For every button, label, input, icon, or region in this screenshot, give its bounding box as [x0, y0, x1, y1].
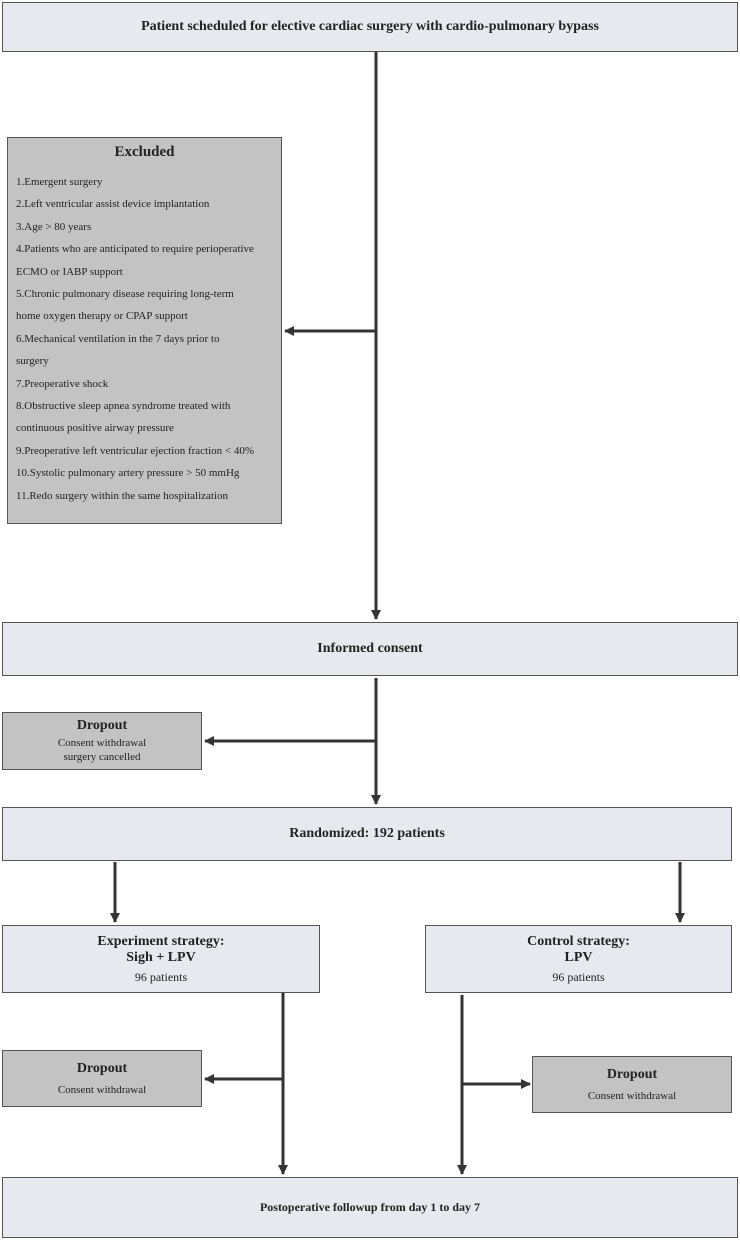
excluded-item: 5.Chronic pulmonary disease requiring lo… — [16, 288, 234, 301]
dropout1-line1: Consent withdrawal — [57, 737, 147, 749]
dropout3-title: Dropout — [606, 1066, 658, 1082]
excluded-item: 11.Redo surgery within the same hospital… — [16, 489, 229, 502]
excluded-item: 1.Emergent surgery — [16, 176, 103, 188]
consent-box: Informed consent — [2, 622, 738, 676]
excluded-item: 9.Preoperative left ventricular ejection… — [16, 444, 255, 457]
excluded-title: Excluded — [114, 144, 175, 160]
experiment-box: Experiment strategy: Sigh + LPV 96 patie… — [2, 925, 320, 993]
control-subtitle: LPV — [564, 949, 593, 965]
excluded-item: continuous positive airway pressure — [16, 422, 174, 435]
experiment-title: Experiment strategy: — [97, 933, 225, 949]
dropout2-title: Dropout — [76, 1060, 128, 1076]
dropout2-line1: Consent withdrawal — [57, 1083, 147, 1096]
dropout3-line1: Consent withdrawal — [587, 1089, 677, 1102]
randomized-label: Randomized: 192 patients — [289, 826, 445, 841]
consent-label: Informed consent — [317, 641, 423, 656]
excluded-item: 4.Patients who are anticipated to requir… — [16, 243, 254, 256]
dropout3-box: Dropout Consent withdrawal — [532, 1056, 732, 1113]
dropout1-title: Dropout — [76, 718, 128, 733]
control-box: Control strategy: LPV 96 patients — [425, 925, 732, 993]
excluded-item: 8.Obstructive sleep apnea syndrome treat… — [16, 400, 231, 413]
excluded-item: 10.Systolic pulmonary artery pressure > … — [16, 467, 240, 480]
dropout1-line2: surgery cancelled — [63, 751, 141, 763]
excluded-item: 6.Mechanical ventilation in the 7 days p… — [16, 332, 220, 345]
randomized-box: Randomized: 192 patients — [2, 807, 732, 861]
top-box: Patient scheduled for elective cardiac s… — [2, 2, 738, 52]
control-title: Control strategy: — [527, 933, 630, 949]
excluded-box: Excluded 1.Emergent surgery 2.Left ventr… — [7, 137, 282, 524]
excluded-item: ECMO or IABP support — [16, 265, 123, 278]
excluded-item: 3.Age > 80 years — [16, 220, 92, 233]
followup-box: Postoperative followup from day 1 to day… — [2, 1177, 738, 1238]
followup-label: Postoperative followup from day 1 to day… — [259, 1200, 481, 1214]
top-box-label: Patient scheduled for elective cardiac s… — [141, 19, 599, 34]
excluded-item: surgery — [16, 355, 49, 368]
excluded-item: 2.Left ventricular assist device implant… — [16, 198, 210, 211]
excluded-item: 7.Preoperative shock — [16, 377, 109, 390]
control-count: 96 patients — [552, 969, 605, 984]
experiment-subtitle: Sigh + LPV — [126, 949, 196, 965]
dropout1-box: Dropout Consent withdrawal surgery cance… — [2, 712, 202, 770]
experiment-count: 96 patients — [134, 969, 188, 984]
excluded-item: home oxygen therapy or CPAP support — [16, 310, 188, 323]
dropout2-box: Dropout Consent withdrawal — [2, 1050, 202, 1107]
